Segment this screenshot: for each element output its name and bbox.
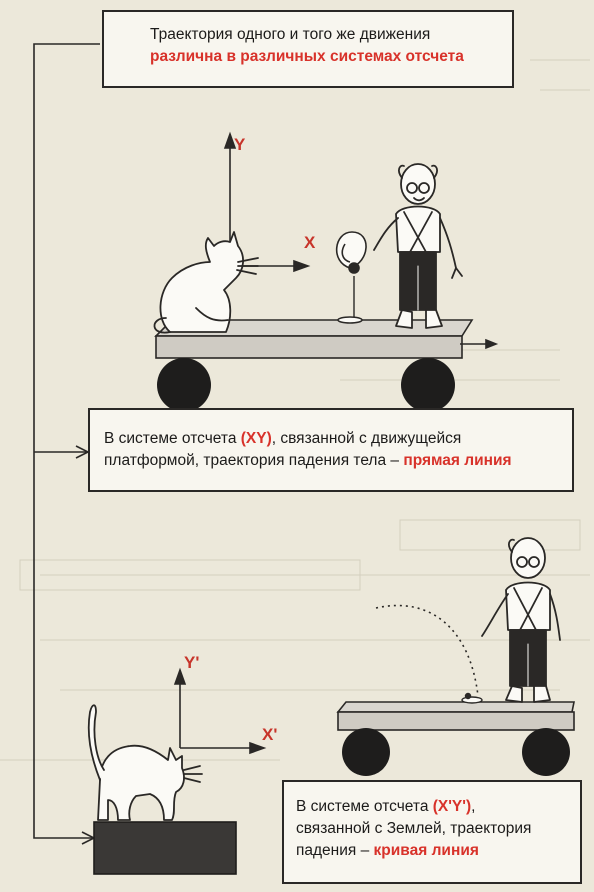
falling-drop-straight — [335, 231, 367, 324]
caption-bot-highlight: кривая линия — [373, 842, 479, 859]
cat-sitting — [153, 231, 259, 334]
caption-ground-frame: В системе отсчета (X'Y'), связанной с Зе… — [282, 780, 582, 884]
ground-platform — [336, 701, 575, 776]
lower-axes — [173, 667, 267, 755]
falling-drop-curved — [461, 692, 483, 704]
caption-mid-highlight: прямая линия — [403, 452, 512, 469]
caption-bot-text-1a: В системе отсчета — [296, 798, 433, 815]
caption-bot-text-1b: , — [471, 798, 476, 815]
caption-bot-frame-label: (X'Y') — [432, 798, 472, 815]
curved-trajectory — [375, 604, 479, 697]
moving-platform — [154, 319, 474, 412]
man-on-platform — [373, 163, 463, 329]
caption-top-line1: Траектория одного и того же движения — [150, 26, 431, 43]
caption-bot-text-2: связанной с Землей, траектория — [296, 820, 532, 837]
caption-mid-text-1b: , связанной с движущейся — [271, 430, 462, 447]
caption-top: Траектория одного и того же движения раз… — [102, 10, 514, 88]
axis-label-x-prime: X' — [262, 725, 277, 744]
caption-mid-text-2a: платформой, траектория падения тела – — [104, 452, 404, 469]
ground-block — [93, 821, 237, 875]
caption-mid-text-1a: В системе отсчета — [104, 430, 241, 447]
axis-label-x: X — [304, 233, 316, 252]
caption-bot-text-3a: падения – — [296, 842, 374, 859]
axis-label-y: Y — [234, 135, 246, 154]
axis-label-y-prime: Y' — [184, 653, 199, 672]
cat-arched — [87, 704, 203, 821]
caption-top-highlight: различна в различных системах отсчета — [150, 48, 464, 65]
motion-arrow — [460, 338, 499, 350]
caption-platform-frame: В системе отсчета (XY), связанной с движ… — [88, 408, 574, 492]
caption-mid-frame-label: (XY) — [240, 430, 272, 447]
man-on-ground-platform — [481, 537, 561, 703]
